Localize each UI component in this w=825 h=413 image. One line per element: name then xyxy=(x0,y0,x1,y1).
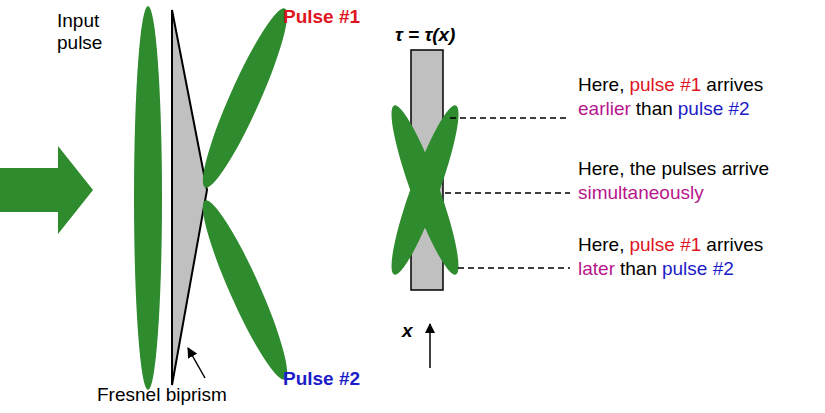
input-pulse xyxy=(134,6,162,390)
note-text: pulse #2 xyxy=(662,258,734,279)
pulse-2-shape xyxy=(191,194,298,385)
note-text: than xyxy=(636,98,673,119)
note-text: simultaneously xyxy=(578,182,704,203)
note-text: later xyxy=(578,258,615,279)
note-text: Here, xyxy=(578,74,624,95)
biprism xyxy=(172,10,207,385)
pulse-1-on-screen xyxy=(381,101,469,280)
note-text: Here, xyxy=(578,234,624,255)
input-arrow xyxy=(0,146,93,234)
delay-label: τ = τ(x) xyxy=(395,24,455,46)
pulse-label: Pulse #2 xyxy=(283,368,360,390)
pulse-2-on-screen xyxy=(381,101,469,280)
note-group: Here, the pulses arrive simultaneously xyxy=(578,157,774,205)
biprism-pointer xyxy=(188,348,205,378)
note-line: simultaneously xyxy=(578,181,774,205)
axis-label: x xyxy=(402,320,413,342)
note-group: Here,pulse #1arrivesearlierthanpulse #2 xyxy=(578,73,768,121)
note-text: pulse #1 xyxy=(629,74,701,95)
part-label: Fresnel biprism xyxy=(97,384,227,406)
leader-line xyxy=(458,267,570,268)
leader-line xyxy=(445,192,570,193)
leader-lines xyxy=(445,118,570,268)
note-line: Here, the pulses arrive xyxy=(578,157,774,181)
note-line: Here,pulse #1arrives xyxy=(578,73,768,97)
leader-line xyxy=(450,117,570,118)
note-text: pulse #2 xyxy=(678,98,750,119)
pulse-label: Pulse #1 xyxy=(283,6,360,28)
note-line: Here,pulse #1arrives xyxy=(578,233,768,257)
note-group: Here,pulse #1arriveslaterthanpulse #2 xyxy=(578,233,768,281)
note-text: Here, the pulses arrive xyxy=(578,158,769,179)
note-text: arrives xyxy=(706,74,763,95)
pulse-1-shape xyxy=(191,2,298,193)
note-text: pulse #1 xyxy=(629,234,701,255)
x-axis-arrow xyxy=(429,324,431,368)
note-line: earlierthanpulse #2 xyxy=(578,97,768,121)
note-text: earlier xyxy=(578,98,631,119)
input-pulse-label: Input pulse xyxy=(57,10,127,54)
note-text: than xyxy=(620,258,657,279)
note-text: arrives xyxy=(706,234,763,255)
note-line: laterthanpulse #2 xyxy=(578,257,768,281)
